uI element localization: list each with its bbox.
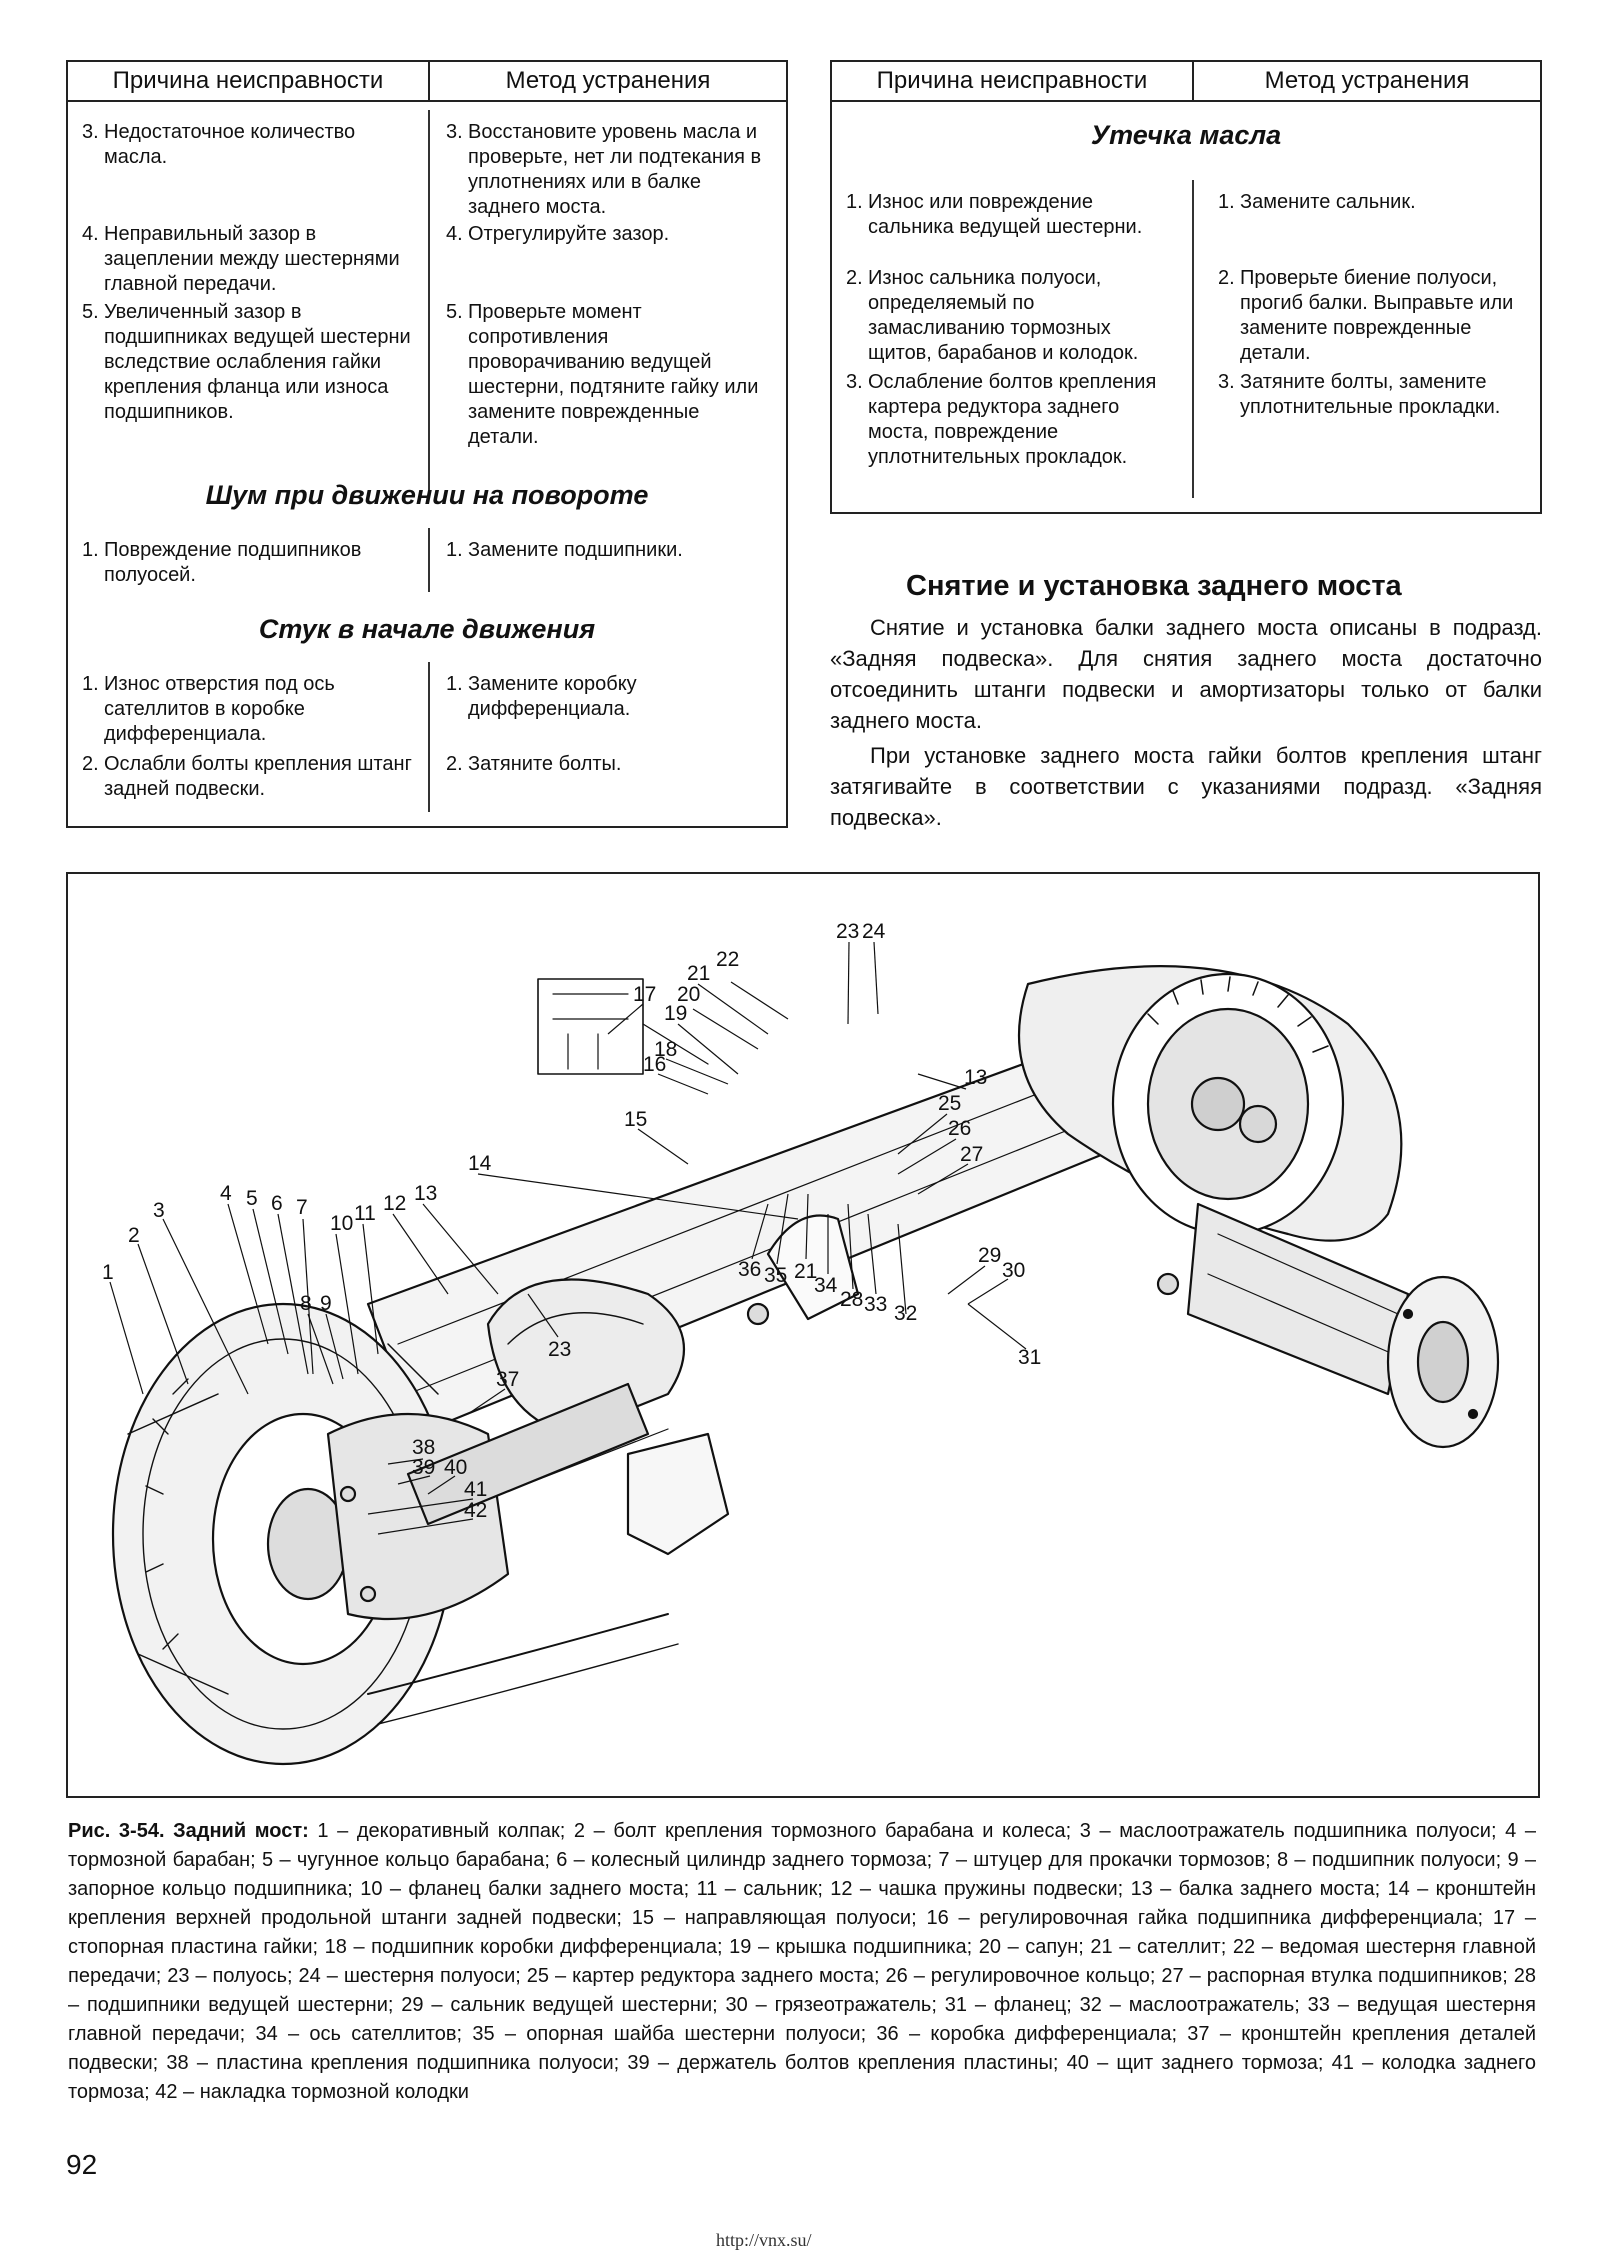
callout-label: 24 xyxy=(862,920,886,943)
callout-label: 37 xyxy=(496,1368,519,1391)
remedy-item: 4.Отрегулируйте зазор. xyxy=(446,223,670,245)
callout-label: 20 xyxy=(677,983,700,1006)
callout-label: 15 xyxy=(624,1108,647,1131)
callout-label: 1 xyxy=(102,1261,114,1284)
remedy-item: 1.Замените сальник. xyxy=(1218,191,1416,213)
callout-label: 17 xyxy=(633,983,656,1006)
table-header: Причина неисправности Метод устранения xyxy=(832,62,1540,102)
callout-label: 21 xyxy=(687,962,710,985)
caption-text: 1 – декоративный колпак; 2 – болт крепле… xyxy=(68,1820,1536,2103)
callout-label: 3 xyxy=(153,1199,165,1222)
footer-url: http://vnx.su/ xyxy=(716,2230,812,2250)
section-title-leak: Утечка масла xyxy=(1090,120,1282,150)
cause-item: 1.Износ отверстия под ось сателлитов в к… xyxy=(82,673,335,745)
callout-label: 2 xyxy=(128,1224,140,1247)
section-title-knock: Стук в начале движения xyxy=(258,614,596,644)
callout-label: 31 xyxy=(1018,1346,1041,1369)
callout-label: 5 xyxy=(246,1187,258,1210)
header-cause: Причина неисправности xyxy=(876,67,1148,94)
page-number: 92 xyxy=(66,2149,98,2180)
header-remedy: Метод устранения xyxy=(1264,67,1470,94)
callout-label: 4 xyxy=(220,1182,232,1205)
callout-label: 23 xyxy=(548,1338,571,1361)
callout-label: 8 xyxy=(300,1292,312,1315)
cause-item: 4.Неправильный зазор в зацеплении между … xyxy=(82,223,400,295)
callout-label: 30 xyxy=(1002,1259,1025,1282)
article-title: Снятие и установка заднего моста xyxy=(906,570,1402,602)
callout-label: 29 xyxy=(978,1244,1001,1267)
remedy-item: 5.Проверьте момент сопротивления провора… xyxy=(446,301,759,448)
cause-item: 3.Ослабление болтов крепления картера ре… xyxy=(846,371,1157,468)
figure-callouts: 1 2 3 4 5 6 7 8 9 10 11 12 13 14 15 16 1… xyxy=(102,920,1041,1522)
cause-item: 2.Ослабли болты крепления штанг задней п… xyxy=(82,753,412,800)
rear-axle-figure: 1 2 3 4 5 6 7 8 9 10 11 12 13 14 15 16 1… xyxy=(66,872,1540,1798)
callout-label: 42 xyxy=(464,1499,487,1522)
caption-lead: Рис. 3-54. Задний мост: xyxy=(68,1820,309,1842)
trouble-table-right: Причина неисправности Метод устранения У… xyxy=(830,60,1542,514)
callout-label: 19 xyxy=(664,1002,687,1025)
callout-label: 26 xyxy=(948,1117,971,1140)
callout-label: 11 xyxy=(354,1202,376,1225)
article-paragraph: Снятие и установка балки заднего моста о… xyxy=(830,615,1542,733)
section-title-noise: Шум при движении на повороте xyxy=(205,480,649,510)
callout-label: 21 xyxy=(794,1260,817,1283)
rear-axle-drawing: 1 2 3 4 5 6 7 8 9 10 11 12 13 14 15 16 1… xyxy=(102,920,1500,1766)
remedy-item: 2.Затяните болты. xyxy=(446,753,622,775)
cause-item: 1.Износ или повреждение сальника ведущей… xyxy=(846,191,1143,238)
remedy-item: 1.Замените коробку дифференциала. xyxy=(446,673,637,720)
callout-label: 13 xyxy=(414,1182,437,1205)
callout-label: 9 xyxy=(320,1292,332,1315)
callout-label: 7 xyxy=(296,1196,308,1219)
header-cause: Причина неисправности xyxy=(112,67,384,94)
callout-label: 32 xyxy=(894,1302,917,1325)
callout-label: 39 xyxy=(412,1456,435,1479)
table-header: Причина неисправности Метод устранения xyxy=(68,62,786,102)
cause-item: 5.Увеличенный зазор в подшипниках ведуще… xyxy=(82,301,411,423)
header-remedy: Метод устранения xyxy=(505,67,711,94)
trouble-table-left: Причина неисправности Метод устранения 3… xyxy=(66,60,788,828)
callout-label: 6 xyxy=(271,1192,283,1215)
article-paragraph: При установке заднего моста гайки болтов… xyxy=(830,743,1542,830)
callout-label: 41 xyxy=(464,1478,487,1501)
callout-label: 22 xyxy=(716,948,739,971)
cause-item: 3.Недостаточное количество масла. xyxy=(82,121,356,168)
callout-label: 16 xyxy=(643,1053,666,1076)
callout-label: 13 xyxy=(964,1066,987,1089)
callout-label: 34 xyxy=(814,1274,838,1297)
callout-label: 25 xyxy=(938,1092,961,1115)
callout-label: 14 xyxy=(468,1152,492,1175)
callout-label: 36 xyxy=(738,1258,761,1281)
callout-label: 40 xyxy=(444,1456,467,1479)
callout-label: 28 xyxy=(840,1288,863,1311)
cause-item: 1.Повреждение подшипников полуосей. xyxy=(82,539,362,586)
callout-label: 35 xyxy=(764,1264,787,1287)
remedy-item: 1.Замените подшипники. xyxy=(446,539,683,561)
callout-label: 23 xyxy=(836,920,859,943)
remedy-item: 3.Затяните болты, замените уплотнительны… xyxy=(1218,371,1501,418)
cause-item: 2.Износ сальника полуоси, определяемый п… xyxy=(846,267,1139,364)
callout-label: 10 xyxy=(330,1212,353,1235)
callout-label: 33 xyxy=(864,1293,887,1316)
callout-label: 38 xyxy=(412,1436,435,1459)
callout-label: 27 xyxy=(960,1143,983,1166)
callout-label: 12 xyxy=(383,1192,406,1215)
callout-label: 18 xyxy=(654,1038,677,1061)
remedy-item: 3.Восстановите уровень масла и проверьте… xyxy=(446,121,762,218)
figure-caption: Рис. 3-54. Задний мост: 1 – декоративный… xyxy=(68,1817,1536,2107)
remedy-item: 2.Проверьте биение полуоси, прогиб балки… xyxy=(1218,267,1514,364)
